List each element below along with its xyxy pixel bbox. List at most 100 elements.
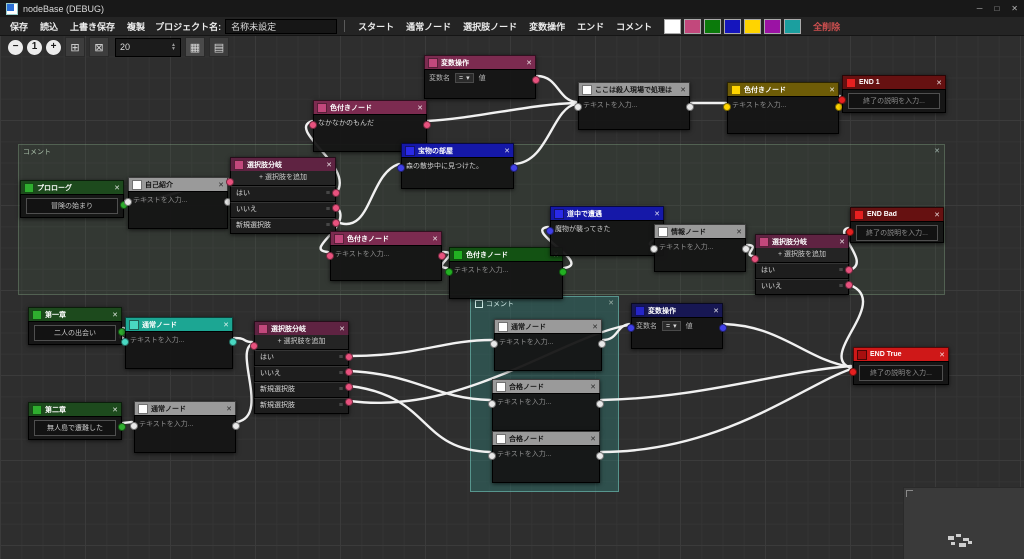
choice-option[interactable]: 新規選択肢≡: [230, 218, 336, 234]
input-port[interactable]: [445, 268, 453, 276]
operator-select[interactable]: =▾: [455, 73, 474, 83]
node-body[interactable]: 無人島で遭難した: [28, 416, 122, 440]
node-header[interactable]: 色付きノード✕: [313, 100, 427, 114]
palette-swatch[interactable]: [704, 18, 722, 34]
choice-option[interactable]: はい≡: [230, 186, 336, 202]
operator-select[interactable]: =▾: [662, 321, 681, 331]
end-result-placeholder[interactable]: 終了の説明を入力...: [859, 365, 943, 381]
option-handle-icon[interactable]: ≡: [838, 267, 843, 274]
node-body[interactable]: 終了の説明を入力...: [842, 89, 946, 113]
node-close-icon[interactable]: ✕: [736, 228, 742, 236]
input-port[interactable]: [846, 228, 854, 236]
add-node-menu-item[interactable]: 選択肢ノード: [463, 21, 518, 32]
add-option-button[interactable]: + 選択肢を追加: [254, 335, 349, 350]
output-port[interactable]: [332, 188, 340, 197]
node-body[interactable]: テキストを入力...: [654, 238, 746, 272]
input-port[interactable]: [488, 400, 496, 408]
node-choice-2[interactable]: 選択肢分岐✕+ 選択肢を追加はい≡いいえ≡: [751, 234, 853, 295]
output-port[interactable]: [345, 367, 353, 376]
node-colored-pink-2[interactable]: 色付きノード✕テキストを入力...: [326, 231, 446, 281]
node-close-icon[interactable]: ✕: [526, 59, 532, 67]
output-port[interactable]: [232, 422, 240, 430]
node-chapter-2[interactable]: 第二章✕無人島で遭難した: [28, 402, 126, 440]
input-port[interactable]: [250, 342, 258, 350]
node-body[interactable]: テキストを入力...: [578, 96, 690, 130]
node-header[interactable]: END 1✕: [842, 75, 946, 89]
node-header[interactable]: END True✕: [853, 347, 949, 361]
node-body[interactable]: 終了の説明を入力...: [853, 361, 949, 385]
option-handle-icon[interactable]: ≡: [325, 190, 330, 197]
output-port[interactable]: [719, 324, 727, 332]
close-icon[interactable]: ✕: [1011, 4, 1018, 13]
node-treasure-room[interactable]: 宝物の部屋✕森の散歩中に見つけた。: [397, 143, 518, 189]
node-close-icon[interactable]: ✕: [713, 307, 719, 315]
input-port[interactable]: [124, 198, 132, 206]
node-close-icon[interactable]: ✕: [326, 161, 332, 169]
menu-item[interactable]: 複製: [127, 21, 146, 32]
output-port[interactable]: [345, 397, 353, 406]
output-port[interactable]: [742, 245, 750, 253]
node-normal-white-2[interactable]: 通常ノード✕テキストを入力...: [490, 319, 606, 371]
node-close-icon[interactable]: ✕: [934, 211, 940, 219]
node-colored-green[interactable]: 色付きノード✕テキストを入力...: [445, 247, 567, 299]
add-node-menu-item[interactable]: 変数操作: [529, 21, 566, 32]
output-port[interactable]: [845, 280, 853, 289]
output-port[interactable]: [345, 382, 353, 391]
option-handle-icon[interactable]: ≡: [338, 386, 343, 393]
node-header[interactable]: プロローグ✕: [20, 180, 124, 194]
node-header[interactable]: 情報ノード✕: [654, 224, 746, 238]
node-pass-node-1[interactable]: 合格ノード✕テキストを入力...: [488, 379, 604, 431]
output-port[interactable]: [345, 352, 353, 361]
node-header[interactable]: 変数操作✕: [631, 303, 723, 317]
node-header[interactable]: 色付きノード✕: [449, 247, 563, 261]
menu-item[interactable]: 読込: [40, 21, 59, 32]
input-port[interactable]: [650, 245, 658, 253]
output-port[interactable]: [332, 218, 340, 227]
node-header[interactable]: 通常ノード✕: [494, 319, 602, 333]
add-node-menu-item[interactable]: エンド: [577, 21, 605, 32]
node-body[interactable]: テキストを入力...: [494, 333, 602, 371]
node-choice-3[interactable]: 選択肢分岐✕+ 選択肢を追加はい≡いいえ≡新規選択肢≡新規選択肢≡: [250, 321, 353, 414]
input-port[interactable]: [546, 227, 554, 235]
node-body[interactable]: テキストを入力...: [727, 96, 839, 134]
project-name-input[interactable]: 名称未設定: [225, 18, 338, 34]
output-port[interactable]: [229, 338, 237, 346]
add-option-button[interactable]: + 選択肢を追加: [755, 248, 849, 263]
input-port[interactable]: [488, 452, 496, 460]
output-port[interactable]: [423, 121, 431, 129]
node-header[interactable]: 色付きノード✕: [330, 231, 442, 245]
end-result-placeholder[interactable]: 終了の説明を入力...: [856, 225, 938, 241]
variable-value-field[interactable]: 値: [478, 75, 486, 82]
output-port[interactable]: [686, 103, 694, 111]
node-close-icon[interactable]: ✕: [417, 104, 423, 112]
input-port[interactable]: [309, 121, 317, 129]
zoom-out-button[interactable]: −: [8, 39, 23, 55]
node-header[interactable]: 合格ノード✕: [492, 379, 600, 393]
node-body[interactable]: 魔物が襲ってきた: [550, 220, 664, 256]
node-close-icon[interactable]: ✕: [339, 325, 345, 333]
add-node-menu-item[interactable]: 通常ノード: [406, 21, 452, 32]
node-body[interactable]: 変数名 =▾ 値: [424, 69, 536, 99]
node-end-1[interactable]: END 1✕終了の説明を入力...: [838, 75, 946, 113]
menu-item[interactable]: 保存: [10, 21, 29, 32]
node-header[interactable]: END Bad✕: [850, 207, 944, 221]
input-port[interactable]: [130, 422, 138, 430]
layout-icon[interactable]: ▤: [209, 37, 229, 57]
node-close-icon[interactable]: ✕: [829, 86, 835, 94]
node-close-icon[interactable]: ✕: [226, 405, 232, 413]
node-close-icon[interactable]: ✕: [590, 383, 596, 391]
node-body[interactable]: テキストを入力...: [330, 245, 442, 281]
node-header[interactable]: 宝物の部屋✕: [401, 143, 514, 157]
output-port[interactable]: [596, 400, 604, 408]
variable-value-field[interactable]: 値: [685, 323, 693, 330]
node-header[interactable]: 色付きノード✕: [727, 82, 839, 96]
node-close-icon[interactable]: ✕: [218, 181, 224, 189]
node-header[interactable]: 第二章✕: [28, 402, 122, 416]
node-header[interactable]: 選択肢分岐✕: [230, 157, 336, 171]
output-port[interactable]: [510, 164, 518, 172]
variable-name-field[interactable]: 変数名: [429, 75, 450, 82]
input-port[interactable]: [723, 103, 731, 111]
node-header[interactable]: 通常ノード✕: [134, 401, 236, 415]
input-port[interactable]: [838, 96, 846, 104]
choice-option[interactable]: いいえ≡: [230, 202, 336, 218]
